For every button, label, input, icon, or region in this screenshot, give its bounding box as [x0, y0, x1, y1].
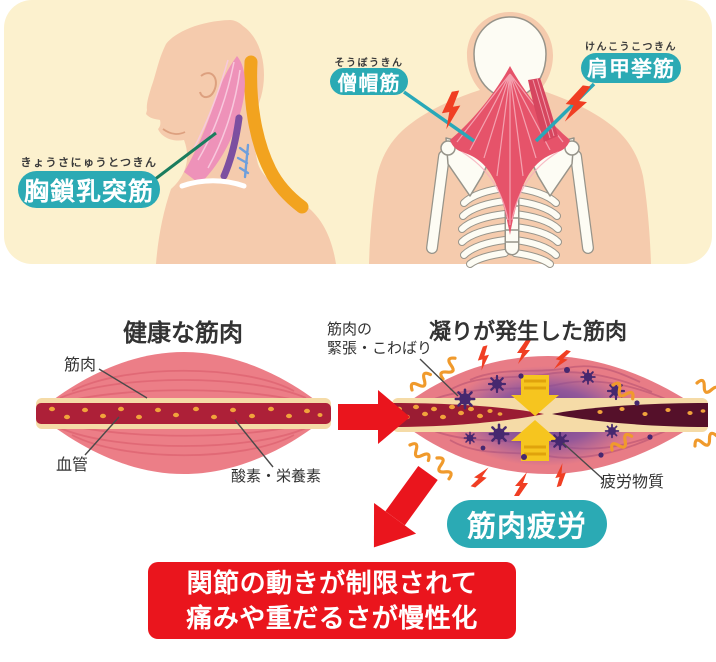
stiff-muscle-diagram — [392, 340, 716, 496]
compression-arrow-up-icon — [511, 420, 559, 461]
label-pointer-lines — [84, 358, 605, 481]
conclusion-box: 関節の動きが制限されて 痛みや重だるさが慢性化 — [148, 562, 516, 639]
tension-label-line2: 緊張・こわばり — [327, 340, 433, 357]
scalene-muscle-strip — [220, 114, 243, 180]
vessel-label: 血管 — [56, 457, 89, 474]
scm-furigana: きょうさにゅうとつきん — [20, 157, 158, 169]
scm-pointer-line — [149, 131, 217, 185]
tension-label-line1: 筋肉の — [327, 321, 373, 338]
healthy-muscle-diagram — [36, 352, 331, 474]
fatigue-substance-particles — [454, 367, 653, 460]
congested-nutrient-dots — [396, 404, 706, 420]
stiff-muscle-title: 凝りが発生した筋肉 — [428, 319, 627, 344]
tension-label: 筋肉の 緊張・こわばり — [327, 320, 432, 358]
trapezius-furigana: そうぼうきん — [334, 58, 404, 69]
constricted-vessel-left — [392, 403, 544, 427]
conclusion-line1: 関節の動きが制限されて — [186, 568, 478, 598]
nutrient-dots — [49, 406, 323, 420]
muscle-label: 筋肉 — [64, 357, 97, 374]
skeleton-back-illustration — [369, 12, 651, 268]
fatigue-substance-label: 疲労物質 — [600, 474, 665, 491]
healthy-muscle-title: 健康な筋肉 — [123, 320, 243, 347]
cervical-vertebrae-marks — [236, 143, 250, 179]
nutrients-label: 酸素・栄養素 — [231, 468, 322, 485]
transition-arrow-icon — [338, 390, 410, 444]
ear-line — [199, 72, 217, 99]
trapezius-badge: 僧帽筋 — [330, 68, 408, 95]
muscle-fatigue-badge: 筋肉疲労 — [447, 500, 607, 548]
scm-badge: 胸鎖乳突筋 — [18, 171, 160, 208]
neck-profile-illustration — [146, 20, 336, 264]
trapezius-pointer-line — [402, 90, 476, 143]
conclusion-line2: 痛みや重だるさが慢性化 — [186, 603, 478, 633]
result-arrow-icon — [373, 465, 438, 548]
rib-cage — [458, 184, 562, 268]
levator-badge: 肩甲挙筋 — [581, 53, 681, 83]
scm-muscle-shape — [184, 56, 245, 184]
muscle-striations — [49, 369, 317, 457]
compression-arrow-down-icon — [511, 375, 559, 416]
clavicle-line — [179, 178, 247, 189]
deep-neck-muscle-band — [244, 55, 309, 214]
levator-furigana: けんこうこつきん — [585, 42, 677, 53]
blood-vessel — [36, 403, 331, 424]
arm-bones — [426, 150, 594, 254]
